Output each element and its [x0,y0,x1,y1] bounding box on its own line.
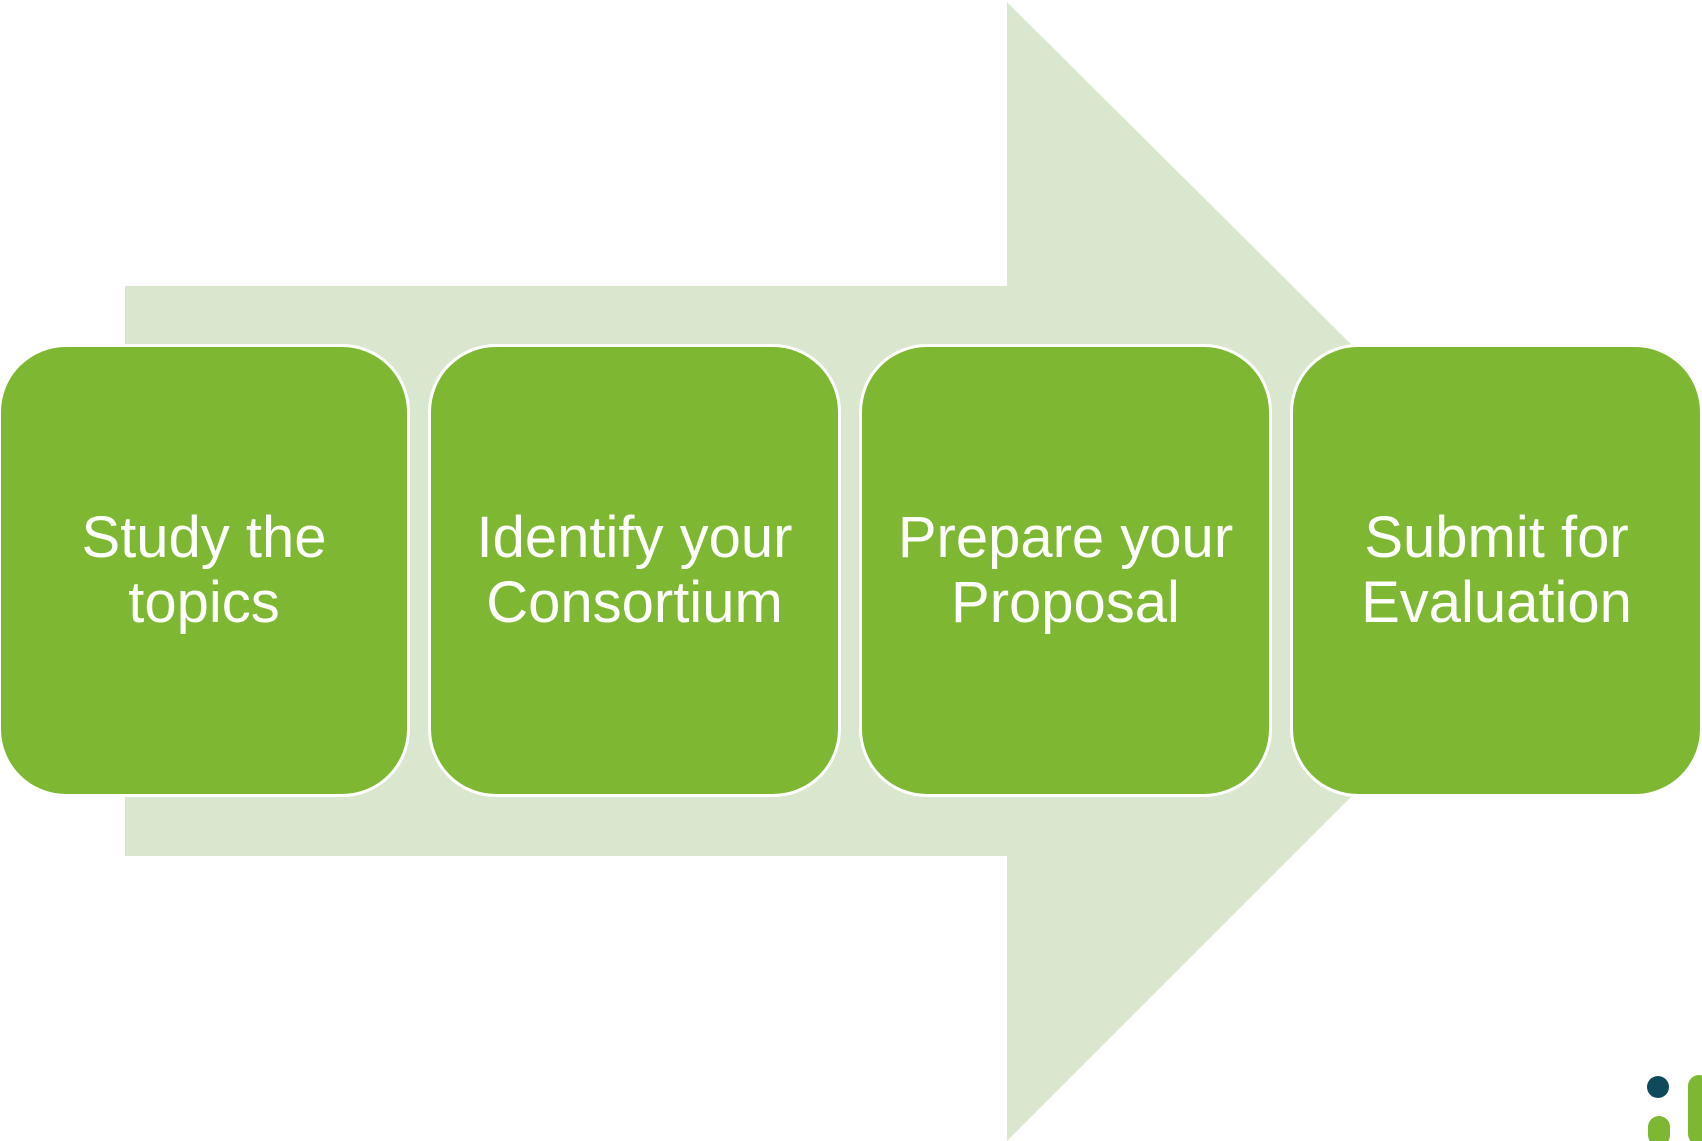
step-box-identify-consortium: Identify your Consortium [428,344,841,797]
step-box-submit-evaluation: Submit for Evaluation [1290,344,1702,797]
logo-icon [1647,1075,1702,1141]
logo-dot [1647,1076,1669,1098]
logo-bar [1688,1075,1702,1141]
step-label: Submit for Evaluation [1361,504,1632,635]
step-label: Prepare your Proposal [897,504,1234,635]
step-label: Identify your Consortium [476,504,793,635]
arrow-shape [125,2,1578,1141]
logo-bar [1648,1116,1670,1141]
step-box-study-topics: Study the topics [0,344,410,797]
step-label: Study the topics [81,504,327,635]
step-box-prepare-proposal: Prepare your Proposal [859,344,1272,797]
